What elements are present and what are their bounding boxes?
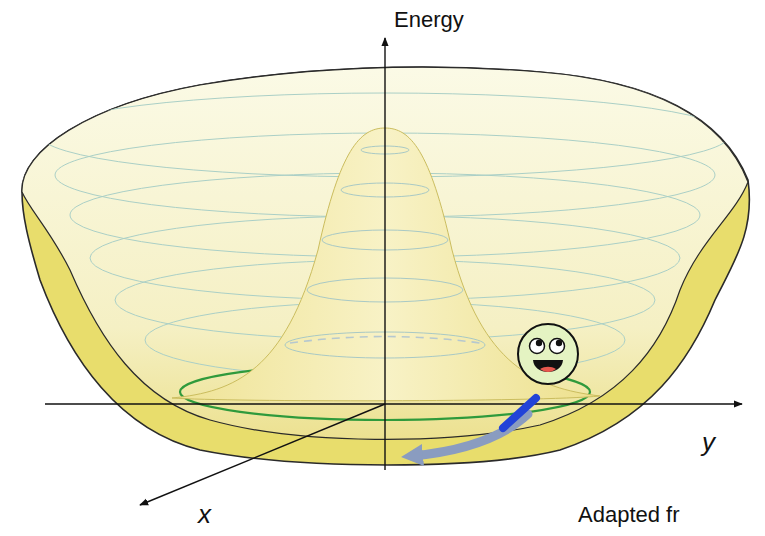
x-axis (140, 404, 385, 505)
axis-label: x (198, 500, 211, 529)
motion-streak (503, 398, 536, 428)
smiley-ball (518, 324, 578, 384)
credit-note: Adapted fr (578, 503, 680, 527)
energy-axis (384, 38, 385, 470)
central-hump (172, 128, 600, 401)
axis-title: Energy (394, 8, 464, 32)
axis-label: y (702, 428, 715, 457)
y-axis (45, 403, 742, 404)
